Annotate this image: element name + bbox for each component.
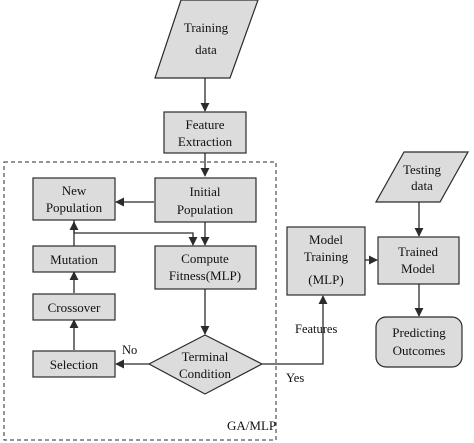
node-compute-fitness-line1: Compute (181, 251, 229, 266)
node-testing-data: Testing data (374, 151, 470, 203)
node-initial-population-line2: Population (177, 202, 234, 217)
node-new-population-line1: New (62, 183, 87, 198)
node-model-training-line3: (MLP) (308, 272, 343, 287)
node-new-population: New Population (32, 177, 116, 221)
node-trained-model-line1: Trained (398, 244, 438, 259)
node-feature-extraction: Feature Extraction (163, 111, 247, 154)
edge-newpop-to-fitness (73, 220, 198, 246)
node-training-data: Training data (154, 0, 259, 79)
node-initial-population-line1: Initial (189, 184, 220, 199)
edge-label-features: Features (295, 322, 337, 336)
node-predicting-outcomes-line1: Predicting (392, 325, 446, 340)
node-new-population-line2: Population (46, 200, 103, 215)
node-predicting-outcomes: Predicting Outcomes (375, 316, 463, 368)
ga-mlp-region-label: GA/MLP (227, 418, 276, 433)
node-testing-data-line2: data (411, 178, 433, 193)
node-model-training-line2: Training (304, 249, 349, 264)
node-terminal-condition-line2: Condition (179, 366, 232, 381)
node-initial-population: Initial Population (154, 177, 257, 223)
edge-terminal-to-model-training (262, 295, 328, 365)
edge-label-no: No (122, 343, 137, 357)
node-compute-fitness: Compute Fitness(MLP) (154, 245, 257, 290)
node-crossover-label: Crossover (48, 300, 101, 315)
node-training-data-line1: Training (184, 20, 229, 35)
node-crossover: Crossover (32, 293, 116, 321)
node-testing-data-line1: Testing (403, 162, 442, 177)
node-model-training-line1: Model (309, 232, 343, 247)
node-training-data-line2: data (195, 42, 217, 57)
node-model-training: Model Training (MLP) (286, 226, 366, 296)
node-feature-extraction-line1: Feature (186, 117, 225, 132)
node-selection: Selection (32, 350, 116, 378)
node-trained-model-line2: Model (401, 261, 435, 276)
ga-mlp-region (3, 161, 277, 441)
node-predicting-outcomes-line2: Outcomes (393, 343, 446, 358)
node-trained-model: Trained Model (377, 236, 460, 285)
node-terminal-condition: Terminal Condition (147, 334, 264, 395)
node-compute-fitness-line2: Fitness(MLP) (169, 268, 241, 283)
node-terminal-condition-line1: Terminal (182, 349, 229, 364)
node-mutation: Mutation (32, 245, 116, 273)
node-selection-label: Selection (50, 357, 99, 372)
edge-label-yes: Yes (286, 371, 304, 385)
node-mutation-label: Mutation (50, 252, 98, 267)
node-feature-extraction-line2: Extraction (178, 134, 233, 149)
